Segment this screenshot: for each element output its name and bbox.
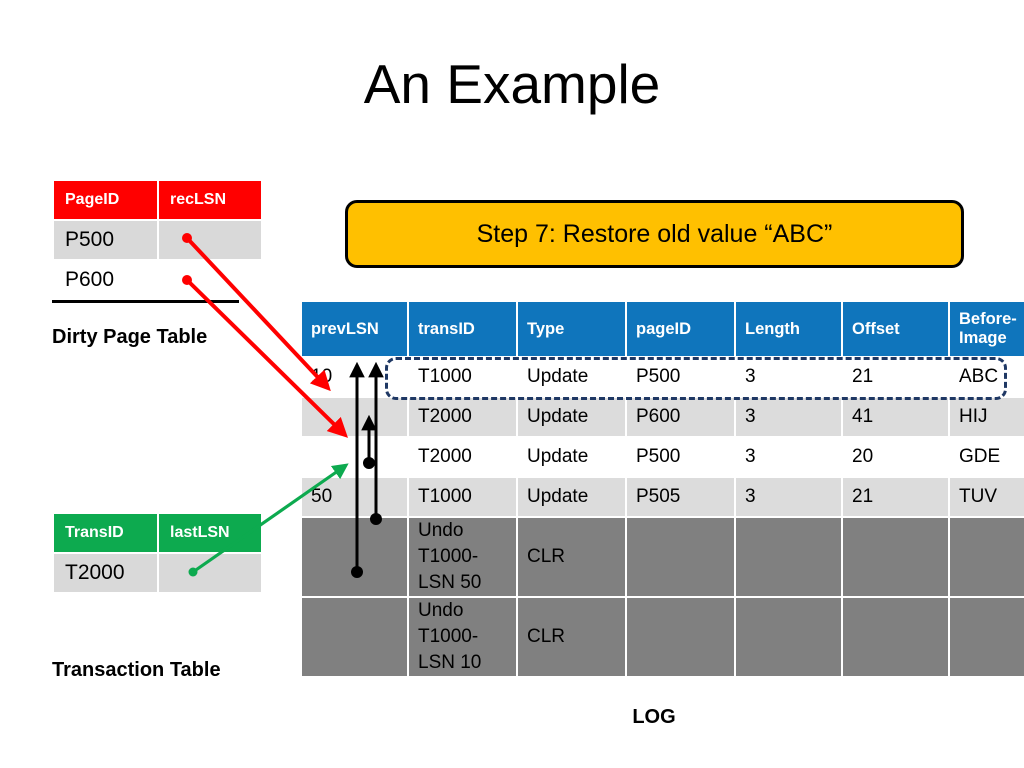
log-table-row: 50T1000UpdateP505321TUVWXY	[300, 476, 1024, 518]
log-cell-type-4: CLR	[516, 516, 627, 598]
log-cell-length-2: 3	[734, 436, 843, 478]
tt-cell-lastlsn-0	[157, 552, 263, 594]
log-cell-length-5	[734, 596, 843, 678]
log-cell-length-1: 3	[734, 396, 843, 438]
table-row: P500	[52, 219, 263, 261]
log-cell-prevlsn-1	[300, 396, 409, 438]
log-header-prevlsn: prevLSN	[300, 300, 409, 358]
log-cell-transid-2: T2000	[407, 436, 518, 478]
log-cell-pageid-0: P500	[625, 356, 736, 398]
log-cell-transid-4: Undo T1000-LSN 50	[407, 516, 518, 598]
log-header-offset: Offset	[841, 300, 950, 358]
log-caption: LOG	[632, 706, 676, 728]
log-header-row: prevLSN transID Type pageID Length Offse…	[300, 300, 1024, 358]
table-header-row: TransID lastLSN	[52, 512, 263, 554]
log-cell-transid-3: T1000	[407, 476, 518, 518]
log-cell-offset-3: 21	[841, 476, 950, 518]
log-cell-before-image-2: GDE	[948, 436, 1024, 478]
page-title: An Example	[363, 53, 661, 115]
log-cell-offset-1: 41	[841, 396, 950, 438]
log-cell-offset-2: 20	[841, 436, 950, 478]
log-cell-prevlsn-4	[300, 516, 409, 598]
dirty-page-table: PageID recLSN P500 P600	[52, 179, 263, 301]
log-table: prevLSN transID Type pageID Length Offse…	[300, 300, 1024, 678]
log-cell-length-4	[734, 516, 843, 598]
log-cell-transid-1: T2000	[407, 396, 518, 438]
dpt-header-pageid: PageID	[52, 179, 159, 221]
log-cell-type-3: Update	[516, 476, 627, 518]
log-cell-type-0: Update	[516, 356, 627, 398]
table-row: P600	[52, 259, 263, 301]
log-cell-offset-5	[841, 596, 950, 678]
log-cell-pageid-1: P600	[625, 396, 736, 438]
tt-header-lastlsn: lastLSN	[157, 512, 263, 554]
dpt-cell-pageid-0: P500	[52, 219, 159, 261]
log-header-before-image: Before-Image	[948, 300, 1024, 358]
log-header-transid: transID	[407, 300, 518, 358]
log-cell-before-image-4	[948, 516, 1024, 598]
log-cell-offset-0: 21	[841, 356, 950, 398]
log-cell-transid-0: T1000	[407, 356, 518, 398]
log-header-pageid: pageID	[625, 300, 736, 358]
log-cell-length-3: 3	[734, 476, 843, 518]
log-cell-offset-4	[841, 516, 950, 598]
transaction-table: TransID lastLSN T2000	[52, 512, 263, 594]
log-cell-before-image-3: TUV	[948, 476, 1024, 518]
log-cell-prevlsn-2	[300, 436, 409, 478]
log-cell-type-1: Update	[516, 396, 627, 438]
log-row-highlight-box	[385, 357, 1007, 400]
log-cell-length-0: 3	[734, 356, 843, 398]
log-header-length: Length	[734, 300, 843, 358]
log-cell-before-image-5	[948, 596, 1024, 678]
log-table-row: T2000UpdateP500320GDEQRS	[300, 436, 1024, 478]
log-cell-prevlsn-5	[300, 596, 409, 678]
dpt-cell-pageid-1: P600	[52, 259, 159, 301]
log-table-row: T2000UpdateP600341HIJKLM	[300, 396, 1024, 438]
step-callout: Step 7: Restore old value “ABC”	[345, 200, 964, 268]
log-cell-before-image-0: ABC	[948, 356, 1024, 398]
log-cell-pageid-5	[625, 596, 736, 678]
table-row: T2000	[52, 552, 263, 594]
tt-header-transid: TransID	[52, 512, 159, 554]
dirty-page-table-caption: Dirty Page Table	[52, 326, 208, 348]
log-cell-pageid-4	[625, 516, 736, 598]
dpt-header-reclsn: recLSN	[157, 179, 263, 221]
log-cell-pageid-2: P500	[625, 436, 736, 478]
log-cell-prevlsn-3: 50	[300, 476, 409, 518]
dpt-cell-reclsn-0	[157, 219, 263, 261]
dirty-page-table-underline	[52, 300, 239, 303]
log-header-type: Type	[516, 300, 627, 358]
tt-cell-transid-0: T2000	[52, 552, 159, 594]
table-header-row: PageID recLSN	[52, 179, 263, 221]
log-cell-transid-5: Undo T1000-LSN 10	[407, 596, 518, 678]
log-cell-before-image-1: HIJ	[948, 396, 1024, 438]
log-cell-type-2: Update	[516, 436, 627, 478]
dpt-cell-reclsn-1	[157, 259, 263, 301]
transaction-table-caption: Transaction Table	[52, 659, 221, 681]
log-cell-pageid-3: P505	[625, 476, 736, 518]
log-cell-type-5: CLR	[516, 596, 627, 678]
step-callout-text: Step 7: Restore old value “ABC”	[476, 219, 833, 248]
